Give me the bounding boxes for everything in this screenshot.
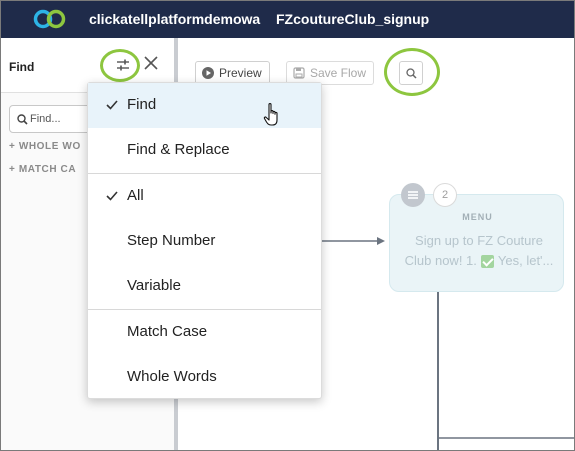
menu-item-label: Variable xyxy=(127,277,181,294)
node-count-badge: 2 xyxy=(433,183,457,207)
menu-item-step-number[interactable]: Step Number xyxy=(88,219,321,264)
match-case-option[interactable]: + MATCH CA xyxy=(9,164,77,175)
node-text-fragment: Club now! 1. xyxy=(404,253,477,268)
node-text: Sign up to FZ Couture Club now! 1. Yes, … xyxy=(398,231,560,271)
menu-item-label: Find & Replace xyxy=(127,141,230,158)
node-text-line: Sign up to FZ Couture xyxy=(415,233,543,248)
menu-item-label: All xyxy=(127,187,144,204)
menu-divider xyxy=(88,173,321,174)
menu-item-variable[interactable]: Variable xyxy=(88,264,321,309)
save-icon xyxy=(293,67,305,79)
highlight-ring xyxy=(100,49,140,82)
node-text-line: Club now! 1. Yes, let'... xyxy=(398,251,560,271)
close-icon xyxy=(144,56,158,70)
menu-item-label: Find xyxy=(127,96,157,113)
search-icon xyxy=(17,114,28,125)
highlight-ring xyxy=(384,48,440,96)
clickatell-logo-icon xyxy=(33,9,66,29)
menu-list-icon xyxy=(401,183,425,207)
whole-words-option[interactable]: + WHOLE WO xyxy=(9,141,81,152)
menu-item-label: Whole Words xyxy=(127,368,217,385)
find-options-menu: Find Find & Replace All Step Number Vari… xyxy=(87,82,322,399)
org-name[interactable]: clickatellplatformdemowa xyxy=(89,11,261,27)
close-button[interactable] xyxy=(142,55,160,73)
menu-divider xyxy=(88,309,321,310)
menu-item-find[interactable]: Find xyxy=(88,83,321,128)
preview-button[interactable]: Preview xyxy=(195,61,270,85)
check-icon xyxy=(106,191,118,201)
save-flow-label: Save Flow xyxy=(310,66,367,80)
menu-item-whole-words[interactable]: Whole Words xyxy=(88,355,321,400)
menu-node[interactable]: 2 MENU Sign up to FZ Couture Club now! 1… xyxy=(389,183,564,292)
menu-item-all[interactable]: All xyxy=(88,174,321,219)
top-bar: clickatellplatformdemowa FZcoutureClub_s… xyxy=(1,1,574,38)
menu-item-match-case[interactable]: Match Case xyxy=(88,310,321,355)
node-type-label: MENU xyxy=(462,212,493,222)
menu-item-label: Match Case xyxy=(127,323,208,340)
preview-label: Preview xyxy=(219,66,262,80)
check-icon xyxy=(106,100,118,110)
play-icon xyxy=(202,67,214,79)
save-flow-button[interactable]: Save Flow xyxy=(286,61,375,85)
node-text-fragment: Yes, let'... xyxy=(497,253,554,268)
hand-cursor-icon xyxy=(263,103,278,126)
flow-name[interactable]: FZcoutureClub_signup xyxy=(276,11,430,27)
find-panel-title: Find xyxy=(9,60,35,74)
menu-item-label: Step Number xyxy=(127,232,216,249)
checkmark-emoji-icon xyxy=(480,254,494,268)
menu-item-find-replace[interactable]: Find & Replace xyxy=(88,128,321,173)
